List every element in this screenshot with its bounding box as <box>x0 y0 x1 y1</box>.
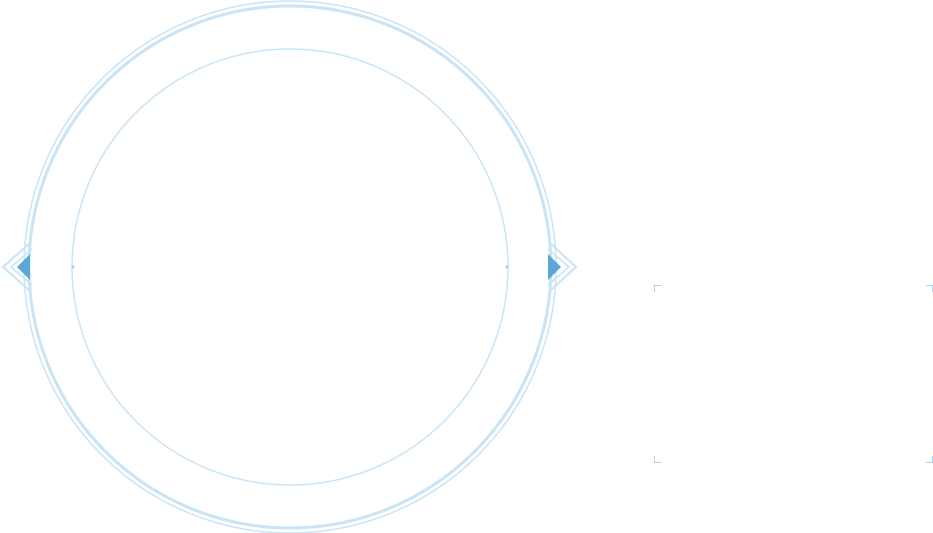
inner-ring <box>71 48 509 486</box>
corner-top-right <box>926 285 933 292</box>
triangle-left-icon[interactable] <box>17 254 30 280</box>
triangle-right-icon[interactable] <box>548 254 561 280</box>
corner-top-left <box>654 285 661 292</box>
circular-dial <box>1 0 578 533</box>
corner-bottom-left <box>654 456 661 463</box>
right-tick-dot <box>505 265 509 269</box>
left-tick-dot <box>71 265 75 269</box>
outer-ring-outer <box>23 0 557 533</box>
left-notch-outline <box>1 242 31 292</box>
right-notch-inner <box>547 248 571 286</box>
right-notch-outline <box>549 242 578 292</box>
left-notch-inner <box>9 248 33 286</box>
outer-ring-inner <box>27 4 553 530</box>
corner-bottom-right <box>926 456 933 463</box>
corner-bracket-frame <box>654 285 933 463</box>
